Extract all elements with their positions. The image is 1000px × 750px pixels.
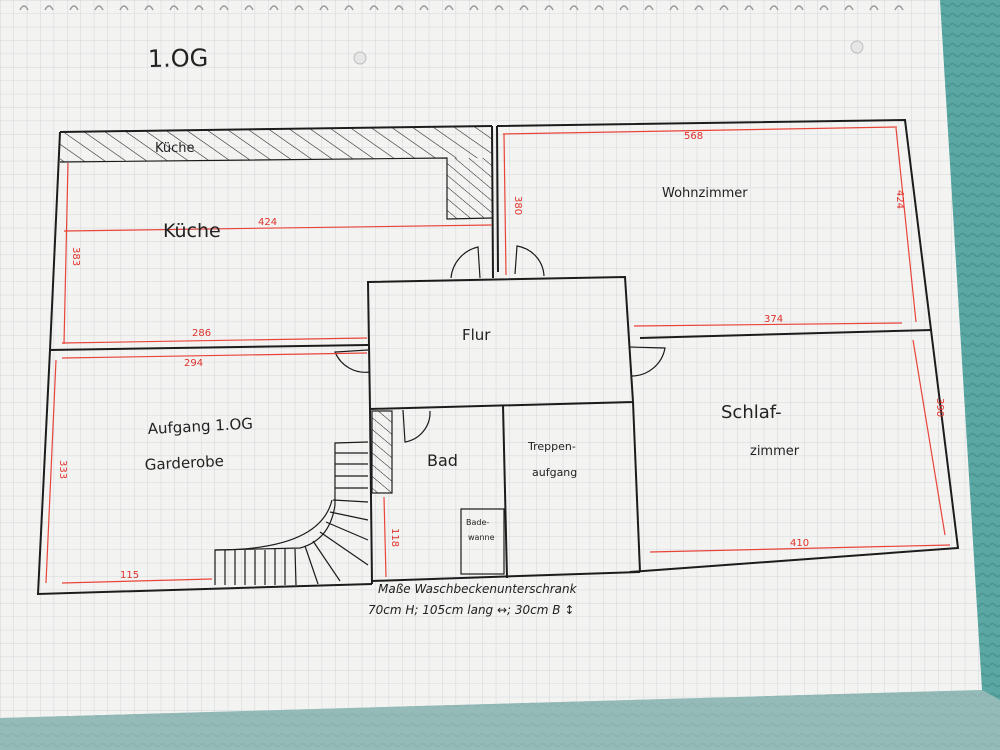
label-badewanne-2: wanne xyxy=(468,533,495,542)
label-zimmer: zimmer xyxy=(750,444,800,459)
dim-kueche-width: 424 xyxy=(258,217,277,228)
dim-pillar-height: 380 xyxy=(512,196,523,215)
dim-bad-height: 118 xyxy=(389,528,400,547)
dim-flur-right: 374 xyxy=(764,314,783,325)
kitchen-counter xyxy=(59,126,493,220)
staircase xyxy=(214,441,369,586)
outer-walls xyxy=(36,118,960,596)
interior-walls xyxy=(49,275,933,585)
label-garderobe: Garderobe xyxy=(144,452,224,474)
note-line-1: Maße Waschbeckenunterschrank xyxy=(378,582,578,596)
label-treppen: Treppen- xyxy=(527,440,576,453)
dim-kueche-lower-1: 286 xyxy=(192,328,211,339)
dim-schlaf-width: 410 xyxy=(790,538,809,549)
dim-wohn-height: 424 xyxy=(894,190,905,209)
label-aufgang-2: aufgang xyxy=(532,466,577,479)
label-flur: Flur xyxy=(462,326,491,344)
label-wohnzimmer: Wohnzimmer xyxy=(662,186,748,201)
label-aufgang: Aufgang 1.OG xyxy=(147,415,253,438)
label-kueche-counter: Küche xyxy=(155,141,195,156)
dim-schlaf-height: 390 xyxy=(934,398,945,417)
label-kueche: Küche xyxy=(163,220,221,242)
dim-kueche-height: 383 xyxy=(70,247,81,266)
dimension-lines xyxy=(45,126,951,584)
label-badewanne-1: Bade- xyxy=(466,518,489,527)
doors xyxy=(334,245,666,443)
note-line-2: 70cm H; 105cm lang ↔; 30cm B ↕ xyxy=(368,603,574,617)
label-schlaf: Schlaf- xyxy=(721,402,782,423)
dim-kueche-lower-2: 294 xyxy=(184,358,203,369)
sheet-title: 1.OG xyxy=(148,44,209,73)
dim-aufgang-height: 333 xyxy=(57,460,68,479)
label-bad: Bad xyxy=(427,451,458,470)
dim-aufgang-bottom: 115 xyxy=(120,570,139,581)
dim-wohn-width: 568 xyxy=(684,131,703,142)
